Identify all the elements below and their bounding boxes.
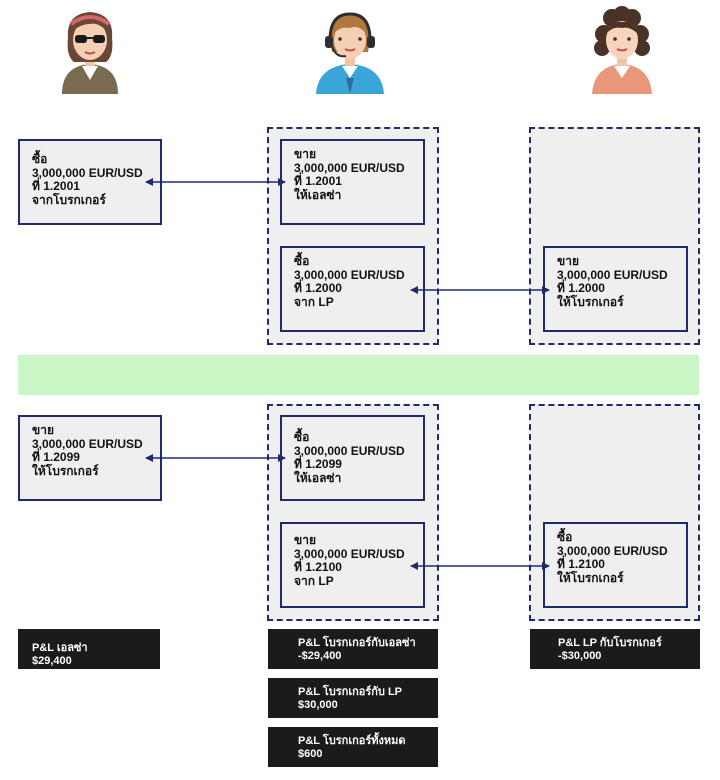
trade-rate: ที่ 1.2001 [32, 179, 80, 193]
trade-action: ขาย [294, 147, 316, 161]
trade-rate: ที่ 1.2100 [557, 557, 605, 571]
trade-counterparty: ให้เอลซ่า [294, 187, 342, 202]
trade-action: ขาย [557, 254, 579, 268]
pnl-lp-broker: P&L LP กับโบรกเกอร์ -$30,000 [530, 629, 700, 669]
broker-sell-box: ขาย 3,000,000 EUR/USD ที่ 1.2001 ให้เอลซ… [280, 139, 425, 225]
trade-amount: 3,000,000 EUR/USD [294, 546, 405, 561]
pnl-value: $30,000 [298, 699, 338, 711]
trade-counterparty: จาก LP [294, 294, 334, 309]
trade-rate: ที่ 1.2099 [32, 450, 80, 464]
broker-buy-box: ซื้อ 3,000,000 EUR/USD ที่ 1.2000 จาก LP [280, 246, 425, 332]
pnl-client: P&L เอลซ่า $29,400 [18, 629, 160, 669]
pnl-value: -$30,000 [558, 650, 602, 662]
woman-curly-hair-icon [592, 6, 652, 94]
trade-action: ซื้อ [557, 530, 573, 544]
lp-sell-box: ขาย 3,000,000 EUR/USD ที่ 1.2000 ให้โบรก… [543, 246, 688, 332]
trade-action: ซื้อ [32, 152, 48, 166]
woman-sunglasses-icon [62, 12, 118, 94]
client-buy-box: ซื้อ 3,000,000 EUR/USD ที่ 1.2001 จากโบร… [18, 139, 162, 225]
pnl-label: P&L โบรกเกอร์ทั้งหมด [298, 735, 406, 747]
trade-amount: 3,000,000 EUR/USD [294, 443, 405, 458]
trade-counterparty: ให้โบรกเกอร์ [557, 294, 624, 309]
trade-rate: ที่ 1.2000 [557, 281, 605, 295]
trade-counterparty: จากโบรกเกอร์ [32, 192, 106, 207]
trade-action: ซื้อ [294, 254, 310, 268]
trade-counterparty: ให้โบรกเกอร์ [32, 463, 99, 478]
trade-amount: 3,000,000 EUR/USD [294, 160, 405, 175]
trade-action: ซื้อ [294, 430, 310, 444]
trade-amount: 3,000,000 EUR/USD [557, 267, 668, 282]
trade-counterparty: ให้โบรกเกอร์ [557, 570, 624, 585]
pnl-value: -$29,400 [298, 650, 342, 662]
section-divider [18, 355, 699, 395]
pnl-broker-lp: P&L โบรกเกอร์กับ LP $30,000 [268, 678, 438, 718]
trade-rate: ที่ 1.2100 [294, 560, 342, 574]
pnl-label: P&L โบรกเกอร์กับ LP [298, 686, 403, 698]
pnl-broker-client: P&L โบรกเกอร์กับเอลซ่า -$29,400 [268, 629, 438, 669]
pnl-broker-total: P&L โบรกเกอร์ทั้งหมด $600 [268, 727, 438, 767]
trade-rate: ที่ 1.2001 [294, 174, 342, 188]
trade-rate: ที่ 1.2099 [294, 457, 342, 471]
trade-counterparty: จาก LP [294, 573, 334, 588]
trade-action: ขาย [294, 533, 316, 547]
woman-headset-icon [316, 12, 384, 94]
trade-amount: 3,000,000 EUR/USD [557, 543, 668, 558]
broker-buyback-box: ซื้อ 3,000,000 EUR/USD ที่ 1.2099 ให้เอล… [280, 415, 425, 501]
client-sell-box: ขาย 3,000,000 EUR/USD ที่ 1.2099 ให้โบรก… [18, 415, 162, 501]
pnl-value: $600 [298, 748, 323, 760]
pnl-value: $29,400 [32, 655, 72, 667]
pnl-label: P&L เอลซ่า [32, 642, 88, 654]
lp-buy-box: ซื้อ 3,000,000 EUR/USD ที่ 1.2100 ให้โบร… [543, 522, 688, 608]
trade-action: ขาย [32, 423, 54, 437]
trade-counterparty: ให้เอลซ่า [294, 470, 342, 485]
trade-rate: ที่ 1.2000 [294, 281, 342, 295]
broker-sellback-box: ขาย 3,000,000 EUR/USD ที่ 1.2100 จาก LP [280, 522, 425, 608]
trade-amount: 3,000,000 EUR/USD [32, 165, 143, 180]
trade-amount: 3,000,000 EUR/USD [294, 267, 405, 282]
pnl-label: P&L LP กับโบรกเกอร์ [558, 637, 662, 649]
pnl-label: P&L โบรกเกอร์กับเอลซ่า [298, 637, 416, 649]
trade-amount: 3,000,000 EUR/USD [32, 436, 143, 451]
